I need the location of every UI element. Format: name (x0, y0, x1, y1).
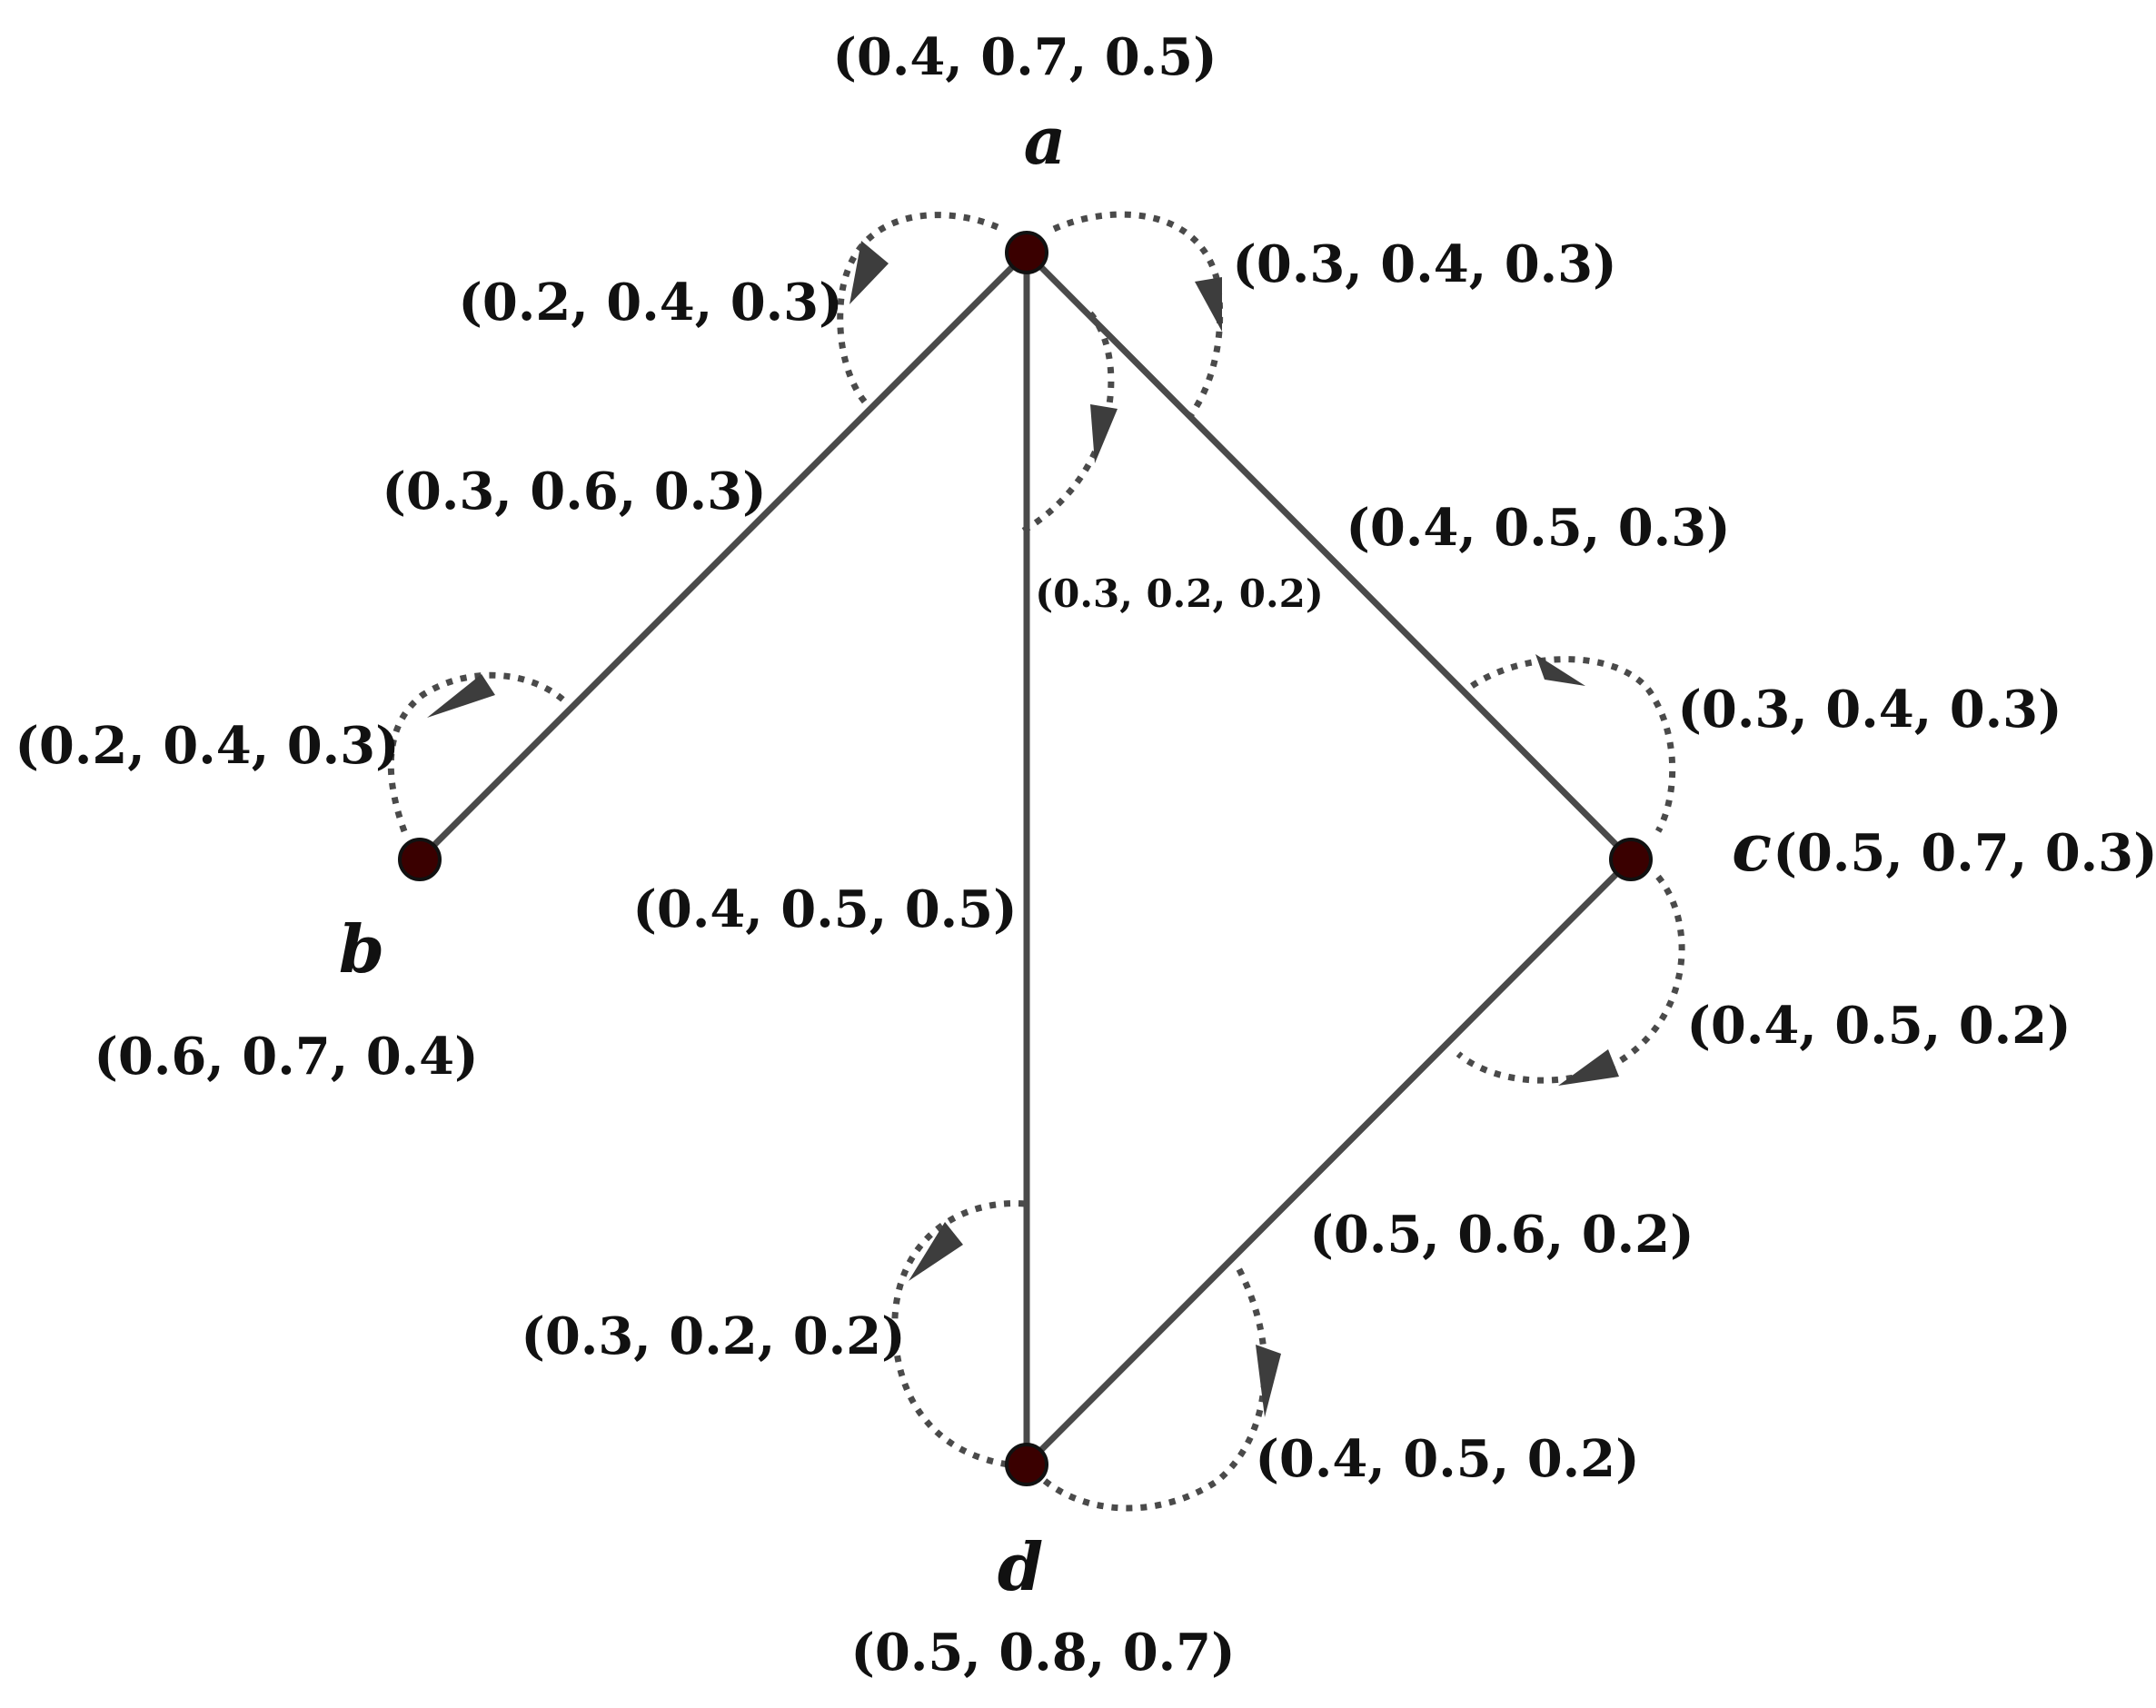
loop-a-left (837, 212, 999, 412)
node-a (1005, 231, 1048, 274)
arrowhead-d-right (1256, 1345, 1281, 1417)
edge-c-d (1023, 856, 1634, 1468)
loop-c-top-label: (0.3, 0.4, 0.3) (1677, 680, 2062, 740)
loop-d-right (1042, 1261, 1268, 1512)
node-b-name: b (339, 910, 384, 988)
arrowhead-b (427, 674, 495, 718)
arrowhead-d-left (909, 1222, 963, 1281)
loop-a-down-label: (0.3, 0.2, 0.2) (1035, 571, 1323, 616)
arrowhead-c-bottom (1558, 1049, 1619, 1086)
loop-d-right-label: (0.4, 0.5, 0.2) (1255, 1429, 1639, 1489)
node-b (398, 838, 442, 881)
node-a-name: a (1024, 102, 1067, 179)
node-c-name: c (1732, 809, 1772, 886)
loop-a-right-label: (0.3, 0.4, 0.3) (1232, 234, 1616, 294)
loop-d-left-label: (0.3, 0.2, 0.2) (521, 1306, 905, 1366)
edge-c-d-label: (0.5, 0.6, 0.2) (1309, 1205, 1694, 1265)
arrowhead-a-left (849, 241, 889, 304)
loop-d-left (891, 1200, 1026, 1468)
node-d-value: (0.5, 0.8, 0.7) (850, 1623, 1235, 1683)
loop-c-top (1470, 656, 1676, 833)
edge-a-b-label: (0.3, 0.6, 0.3) (382, 462, 766, 521)
node-d-name: d (998, 1528, 1043, 1605)
node-a-value: (0.4, 0.7, 0.5) (832, 27, 1217, 87)
loop-c-bottom-label: (0.4, 0.5, 0.2) (1686, 996, 2071, 1056)
node-c (1609, 838, 1653, 881)
edge-a-b (416, 249, 1030, 863)
edge-a-c-label: (0.4, 0.5, 0.3) (1346, 498, 1730, 558)
node-c-value: (0.5, 0.7, 0.3) (1773, 823, 2156, 883)
node-b-value: (0.6, 0.7, 0.4) (94, 1027, 478, 1087)
loop-c-bottom (1456, 874, 1685, 1084)
node-d (1005, 1443, 1048, 1486)
edge-a-c (1023, 249, 1634, 863)
loop-b (387, 671, 571, 833)
loop-a-right (1052, 211, 1224, 419)
loop-a-left-label: (0.2, 0.4, 0.3) (458, 273, 842, 333)
arrowhead-a-right (1195, 277, 1222, 332)
loop-b-label: (0.2, 0.4, 0.3) (15, 716, 399, 776)
edge-a-d-label: (0.4, 0.5, 0.5) (632, 879, 1017, 939)
arrowhead-a-down (1090, 404, 1118, 463)
arrowhead-c-top (1535, 654, 1585, 686)
